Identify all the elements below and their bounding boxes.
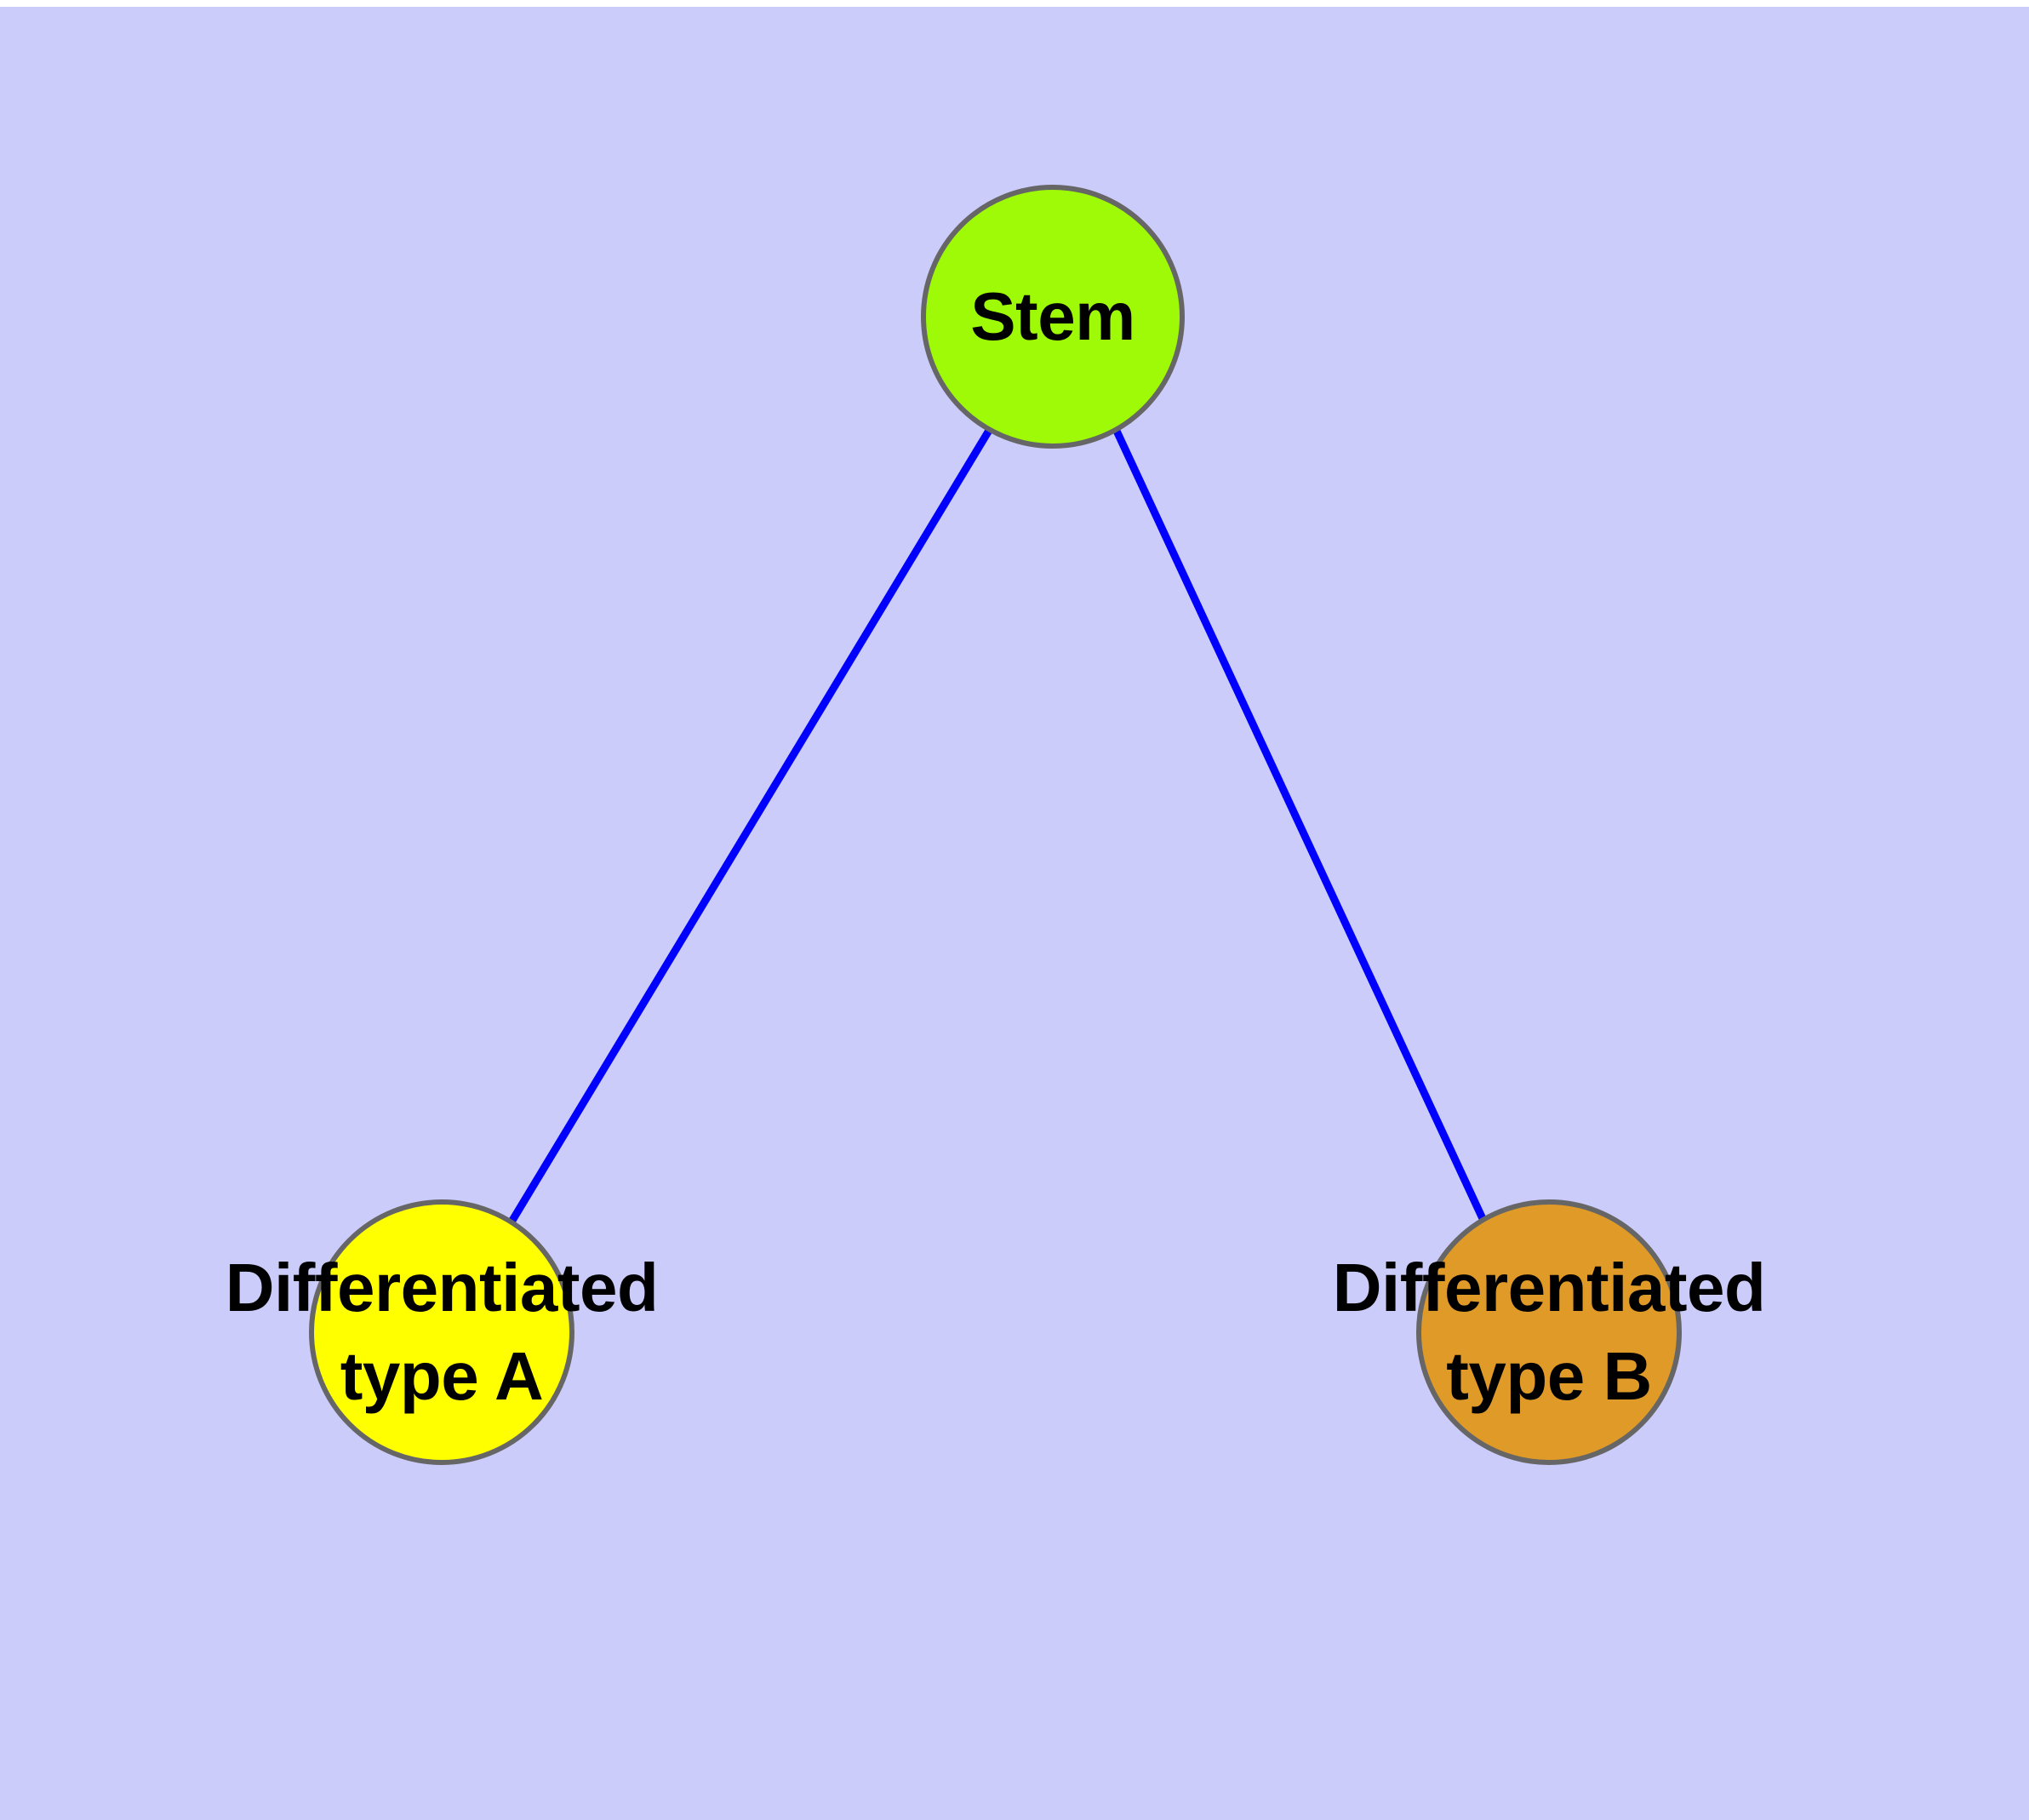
edge-layer [507,426,1489,1226]
graph-node-diff_a[interactable] [309,1199,574,1465]
node-layer [309,185,1682,1465]
graph-node-diff_b[interactable] [1416,1199,1682,1465]
graph-edge[interactable] [507,426,993,1226]
graph-edge[interactable] [1112,427,1489,1226]
graph-node-stem[interactable] [921,185,1185,449]
